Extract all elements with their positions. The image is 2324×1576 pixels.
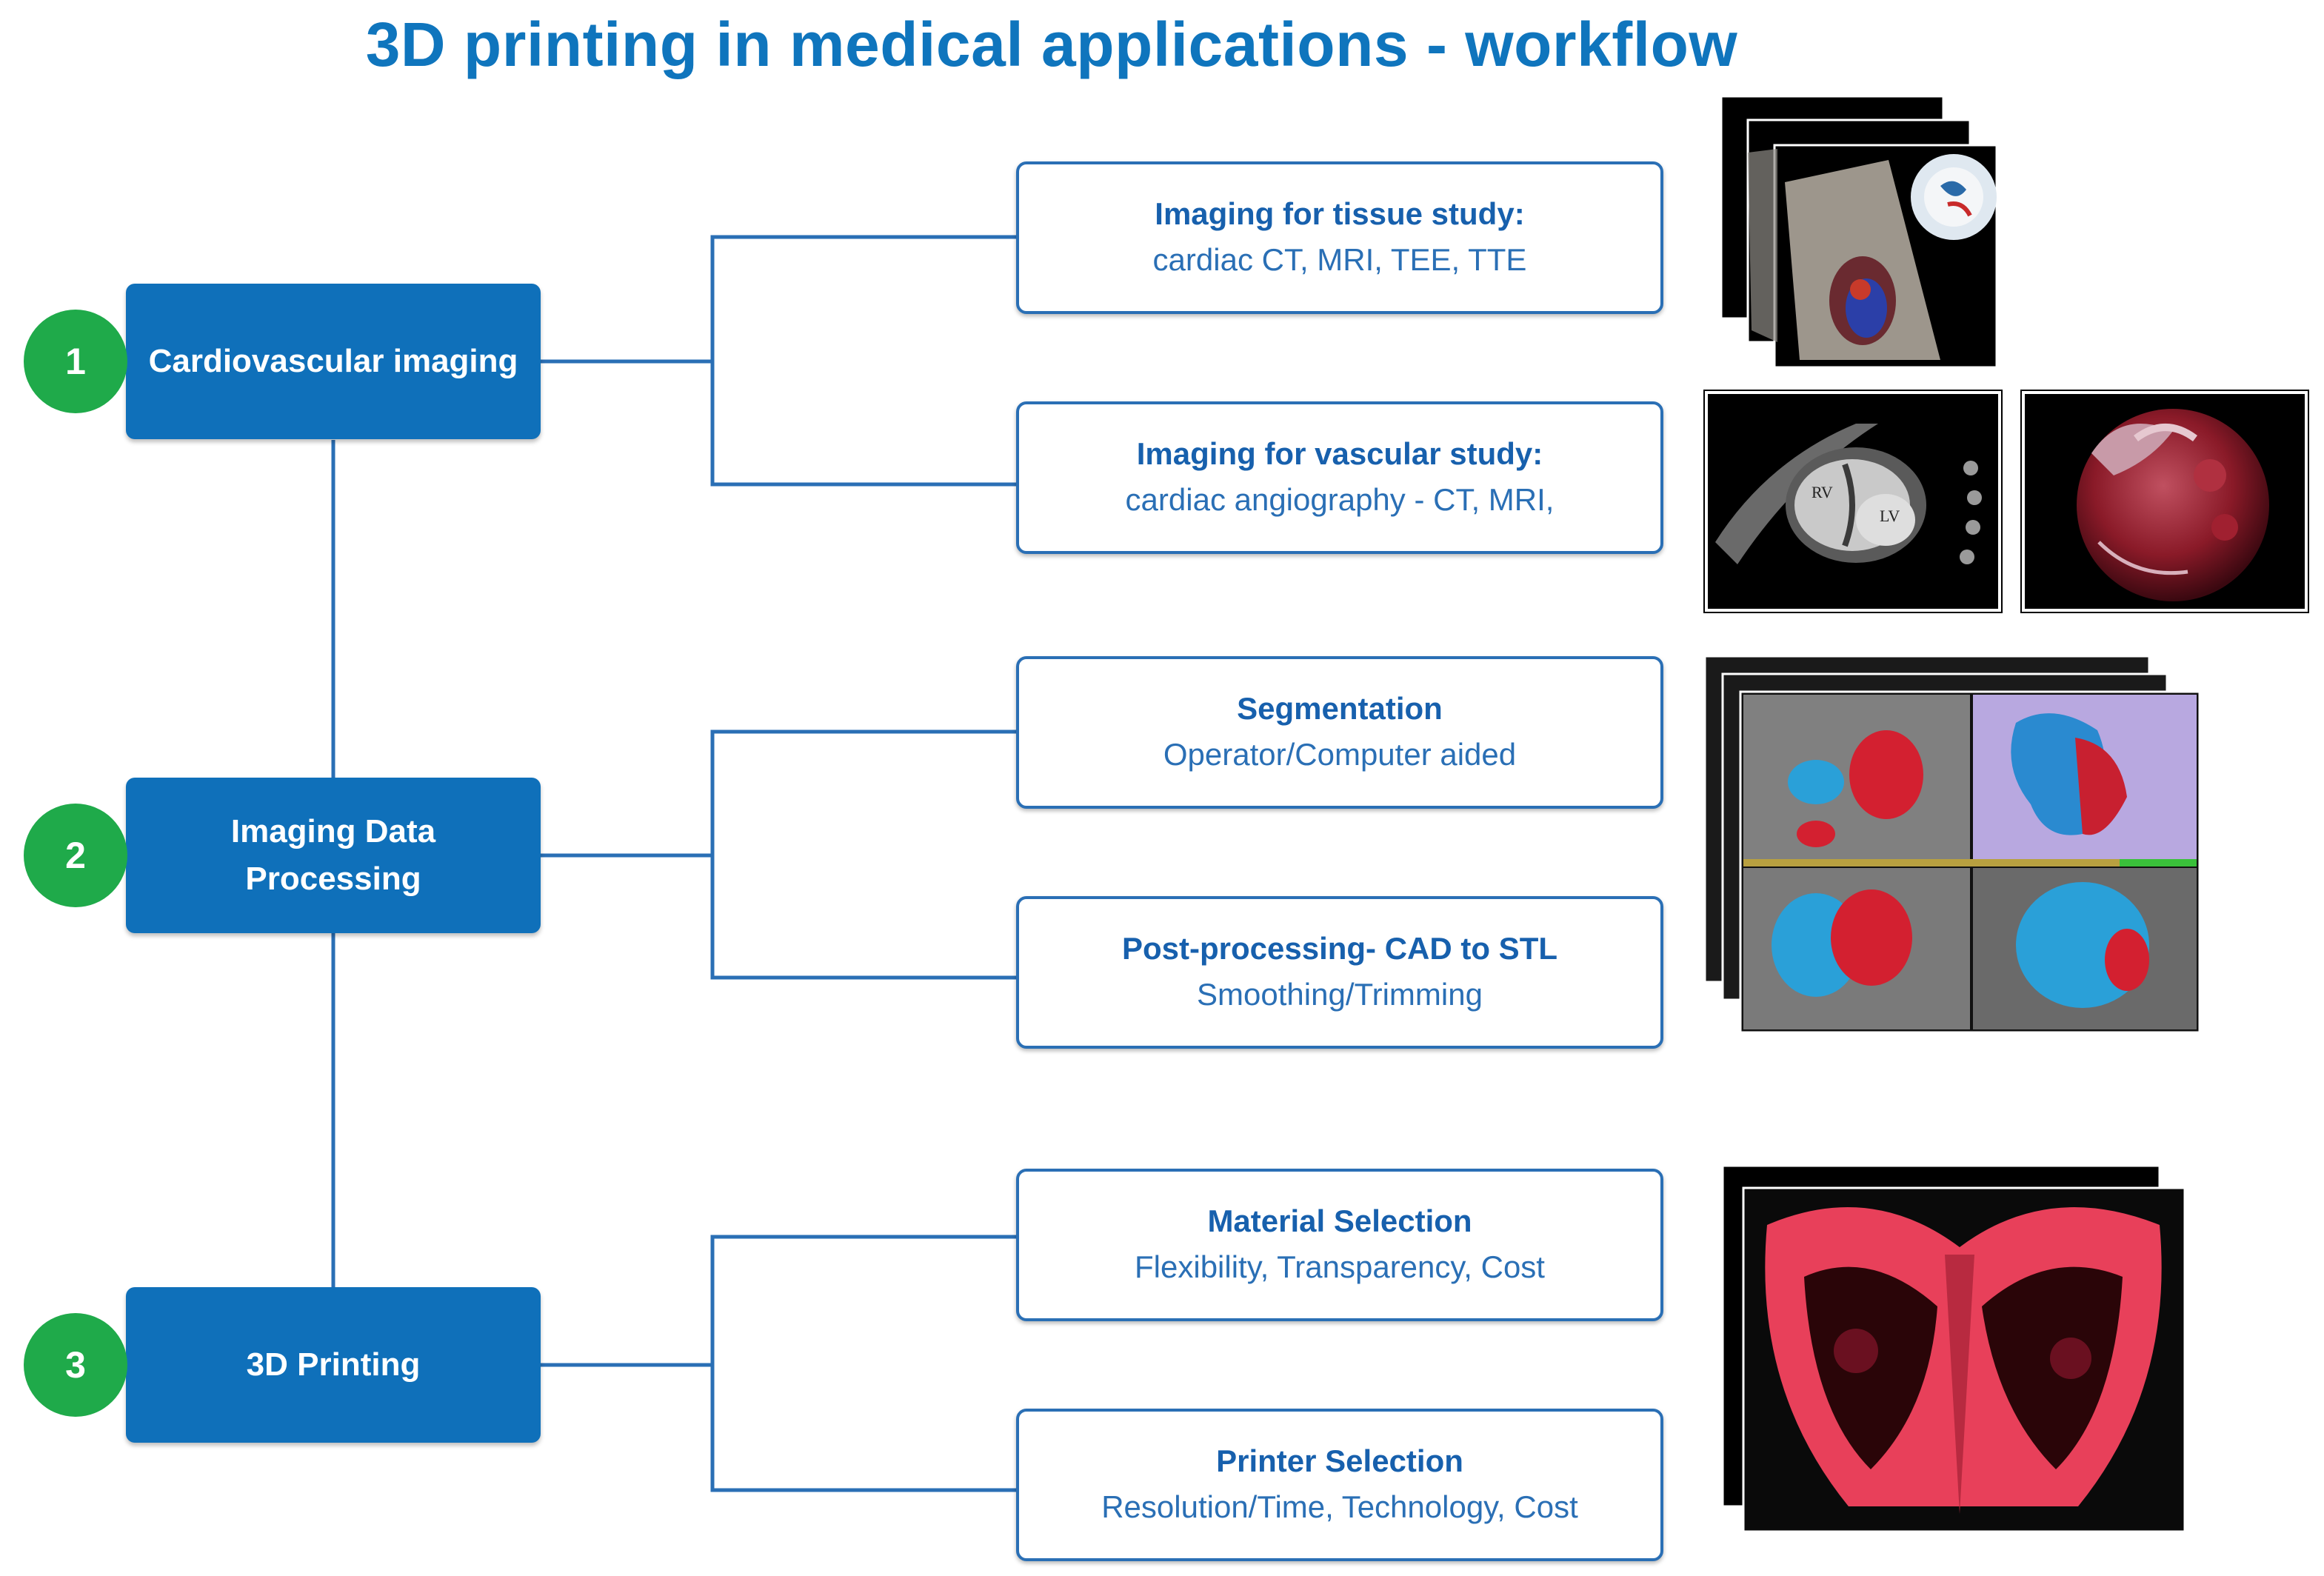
- step-number-3: 3: [24, 1313, 127, 1417]
- printed-heart-image: [1721, 1164, 2189, 1536]
- step-number-1: 1: [24, 310, 127, 413]
- detail-title: Segmentation: [1237, 691, 1443, 727]
- ct-slice-illustration: RV LV: [1715, 424, 1982, 564]
- bracket-1: [710, 235, 1016, 487]
- ct-slice-image: RV LV: [1703, 390, 2003, 613]
- page-title: 3D printing in medical applications - wo…: [365, 10, 1738, 79]
- detail-title: Printer Selection: [1216, 1443, 1463, 1479]
- detail-post-processing: Post-processing- CAD to STL Smoothing/Tr…: [1016, 896, 1663, 1049]
- bracket-2: [710, 729, 1016, 980]
- detail-title: Imaging for tissue study:: [1155, 196, 1525, 232]
- detail-subtitle: Resolution/Time, Technology, Cost: [1101, 1489, 1578, 1524]
- step-box-3d-printing: 3D Printing: [126, 1287, 541, 1443]
- bracket-3: [710, 1235, 1016, 1492]
- detail-subtitle: Operator/Computer aided: [1163, 736, 1517, 772]
- ct-label-rv: RV: [1812, 483, 1833, 501]
- detail-title: Material Selection: [1207, 1203, 1472, 1239]
- step-box-imaging-data-processing: Imaging Data Processing: [126, 778, 541, 933]
- detail-material-selection: Material Selection Flexibility, Transpar…: [1016, 1169, 1663, 1321]
- echo-images-stack: [1718, 93, 2000, 375]
- detail-title: Post-processing- CAD to STL: [1121, 931, 1558, 966]
- detail-subtitle: Smoothing/Trimming: [1197, 976, 1483, 1012]
- detail-vascular-imaging: Imaging for vascular study: cardiac angi…: [1016, 401, 1663, 554]
- volume-heart-illustration: [2077, 409, 2269, 601]
- ct-label-lv: LV: [1880, 507, 1900, 525]
- detail-subtitle: Flexibility, Transparency, Cost: [1135, 1249, 1545, 1284]
- volume-rendered-heart-image: [2020, 390, 2309, 613]
- segmentation-illustration: [1703, 655, 2201, 1034]
- detail-subtitle: cardiac CT, MRI, TEE, TTE: [1152, 241, 1527, 277]
- detail-printer-selection: Printer Selection Resolution/Time, Techn…: [1016, 1409, 1663, 1561]
- detail-tissue-imaging: Imaging for tissue study: cardiac CT, MR…: [1016, 161, 1663, 314]
- detail-title: Imaging for vascular study:: [1136, 436, 1543, 472]
- detail-subtitle: cardiac angiography - CT, MRI,: [1125, 481, 1555, 517]
- printed-heart-illustration: [1721, 1164, 2186, 1533]
- step-number-2: 2: [24, 804, 127, 907]
- segmentation-screens-stack: [1703, 655, 2208, 1041]
- detail-segmentation: Segmentation Operator/Computer aided: [1016, 656, 1663, 809]
- step-box-cardiovascular-imaging: Cardiovascular imaging: [126, 284, 541, 439]
- echo-image-illustration: [1720, 95, 1998, 369]
